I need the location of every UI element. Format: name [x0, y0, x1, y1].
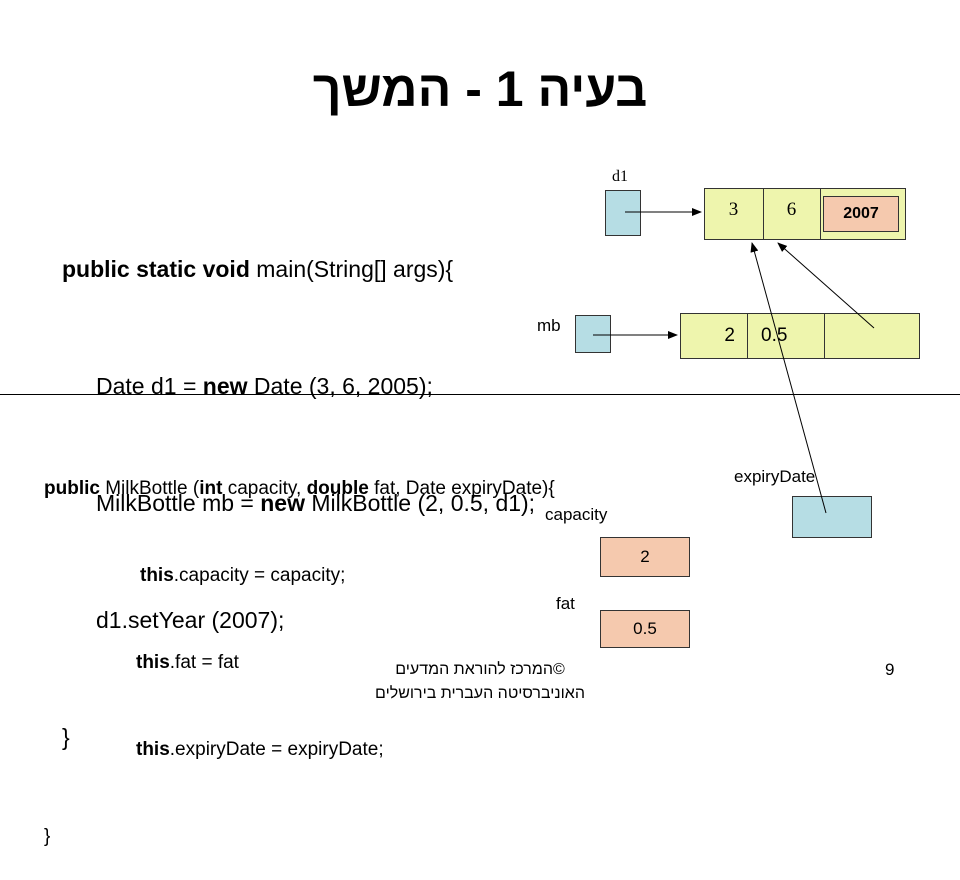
- capacity-value: 2: [600, 537, 690, 577]
- page-number: 9: [885, 660, 895, 679]
- code-keyword: this: [136, 652, 170, 673]
- slide-title: בעיה 1 - המשך: [312, 61, 648, 117]
- footer-line: האוניברסיטה העברית בירושלים: [375, 685, 585, 702]
- code-line: Date d1 = new Date (3, 6, 2005);: [62, 367, 535, 406]
- code-text: }: [44, 826, 51, 847]
- code-line: public MilkBottle (int capacity, double …: [44, 474, 555, 503]
- code-line: MilkBottle mb = new MilkBottle (2, 0.5, …: [62, 484, 535, 523]
- milkbottle-object: 2 0.5: [680, 313, 920, 359]
- code-text: main(String[] args){: [249, 256, 454, 282]
- expiry-date-label: expiryDate: [734, 467, 816, 486]
- code-text: capacity,: [222, 478, 307, 499]
- code-keyword: public: [44, 478, 100, 499]
- d1-label: d1: [612, 168, 628, 185]
- code-line: d1.setYear (2007);: [62, 601, 535, 640]
- code-keyword: this: [140, 565, 174, 586]
- code-text: d1.setYear (2007);: [96, 607, 285, 633]
- code-keyword: double: [306, 478, 369, 499]
- expiry-date-reference-box: [792, 496, 872, 538]
- main-method-code: public static void main(String[] args){ …: [62, 172, 535, 796]
- divider-line: [0, 394, 960, 395]
- code-text: Date d1 =: [96, 373, 203, 399]
- date-month-cell: 6: [763, 188, 821, 240]
- date-day-cell: 3: [704, 188, 764, 240]
- code-keyword: public static void: [62, 256, 250, 282]
- mb-reference-box: [575, 315, 611, 353]
- code-text: MilkBottle mb =: [96, 490, 261, 516]
- code-text: fat, Date expiryDate){: [368, 478, 555, 499]
- code-text: .expiryDate = expiryDate;: [169, 739, 384, 760]
- date-year-value: 2007: [823, 196, 899, 232]
- fat-value: 0.5: [600, 610, 690, 648]
- code-keyword: this: [136, 739, 170, 760]
- code-text: MilkBottle (: [99, 478, 200, 499]
- code-keyword: int: [199, 478, 223, 499]
- code-keyword: new: [202, 373, 248, 399]
- footer-credit: ©המרכז להוראת המדעים האוניברסיטה העברית …: [300, 658, 660, 706]
- code-keyword: new: [260, 490, 305, 516]
- fat-label: fat: [556, 594, 575, 613]
- capacity-label: capacity: [545, 505, 608, 524]
- mb-fat-cell: 0.5: [747, 313, 825, 359]
- code-text: MilkBottle (2, 0.5, d1);: [304, 490, 536, 516]
- code-text: Date (3, 6, 2005);: [247, 373, 433, 399]
- code-line: public static void main(String[] args){: [62, 250, 535, 289]
- code-line: this.expiryDate = expiryDate;: [44, 735, 555, 764]
- constructor-code: public MilkBottle (int capacity, double …: [44, 416, 555, 880]
- mb-capacity-cell: 2: [680, 313, 748, 359]
- code-text: .fat = fat: [169, 652, 239, 673]
- code-line: }: [44, 822, 555, 851]
- mb-label: mb: [537, 316, 561, 335]
- code-text: .capacity = capacity;: [173, 565, 346, 586]
- code-line: this.fat = fat: [44, 648, 555, 677]
- code-line: this.capacity = capacity;: [44, 561, 555, 590]
- d1-reference-box: [605, 190, 641, 236]
- footer-line: ©המרכז להוראת המדעים: [395, 661, 565, 678]
